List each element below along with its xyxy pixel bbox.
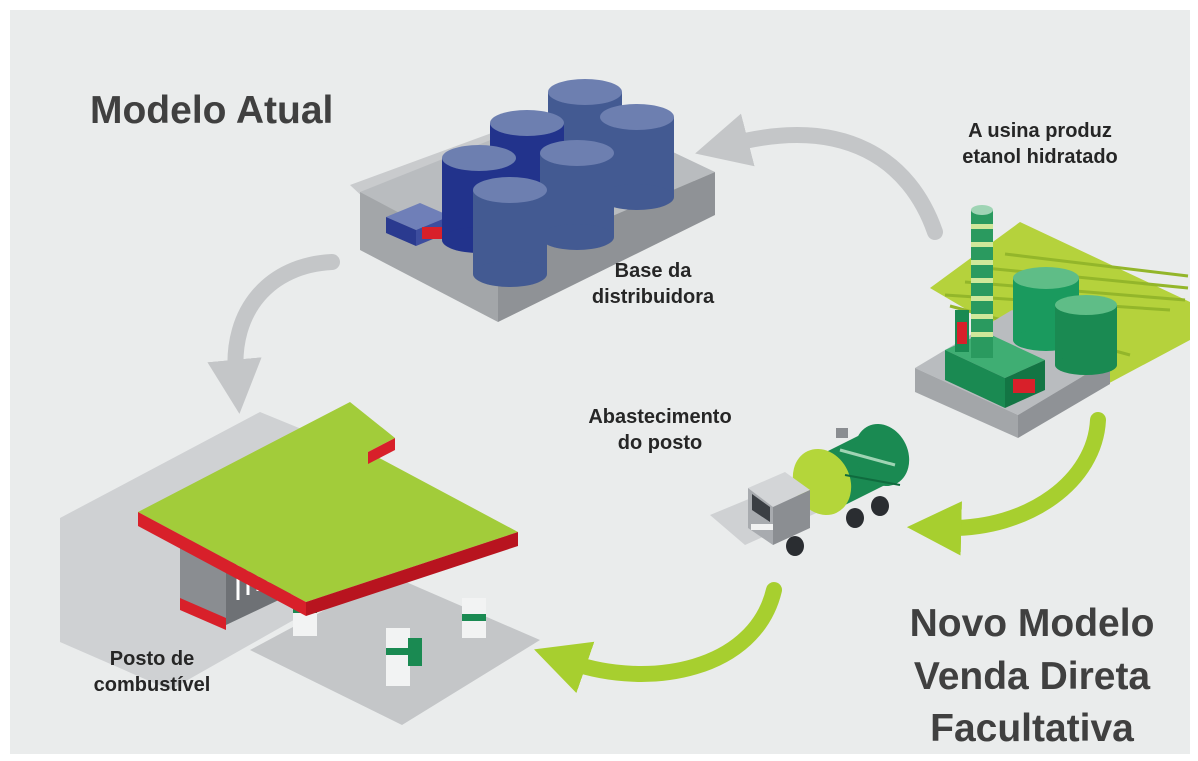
new-model-title-line3: Facultativa [930,707,1134,751]
truck-wheel [871,496,889,516]
supply-label-line2: do posto [617,432,703,454]
ethanol-mill-illustration [915,205,1190,438]
distributor-label-line1: Base da [614,260,692,282]
arrow-mill-to-truck [906,412,1106,556]
canopy-edge-right [306,532,518,616]
new-model-title-line1: Novo Modelo [909,602,1155,645]
arrow-truck-to-station [534,582,782,694]
canopy-roof [138,402,518,602]
supply-label: Abastecimento do posto [575,404,745,456]
diagram-illustration [60,79,1190,725]
arrow-distributor-to-station [207,254,340,414]
current-model-title: Modelo Atual [90,89,334,132]
truck-wheel [846,508,864,528]
truck-wheel [786,536,804,556]
mill-platform-right [1018,360,1110,438]
station-label: Posto de combustível [82,646,222,698]
new-model-title-line2: Venda Direta [913,654,1151,698]
distributor-label-line2: distribuidora [591,286,715,308]
station-label-line1: Posto de [109,648,195,670]
station-label-line2: combustível [93,674,211,696]
station-canopy [138,402,518,616]
mill-label: A usina produz etanol hidratado [915,118,1165,170]
fuel-pump [386,628,422,686]
mill-platform-left [915,368,1018,438]
tank [540,140,614,250]
truck-cab [748,472,810,545]
supply-label-line1: Abastecimento [588,406,732,428]
canopy-edge-left [138,512,306,616]
distributor-platform-right [498,172,715,322]
arrow-mill-to-distributor [695,113,943,240]
mill-label-line1: A usina produz [968,120,1112,142]
mill-label-line2: etanol hidratado [962,146,1118,168]
chimney [971,205,993,358]
distributor-label: Base da distribuidora [578,258,728,310]
distributor-base-illustration [350,79,715,322]
gas-station-illustration [60,402,540,725]
diagram-canvas: Modelo Atual A usina produz etanol hidra… [10,10,1190,754]
tanker-truck-illustration [710,423,910,556]
tank [473,177,547,287]
fuel-pump [462,598,486,638]
new-model-title: Novo Modelo Venda Direta Facultativa [882,598,1182,754]
pump-house [386,203,450,246]
mill-tank [1055,295,1117,375]
